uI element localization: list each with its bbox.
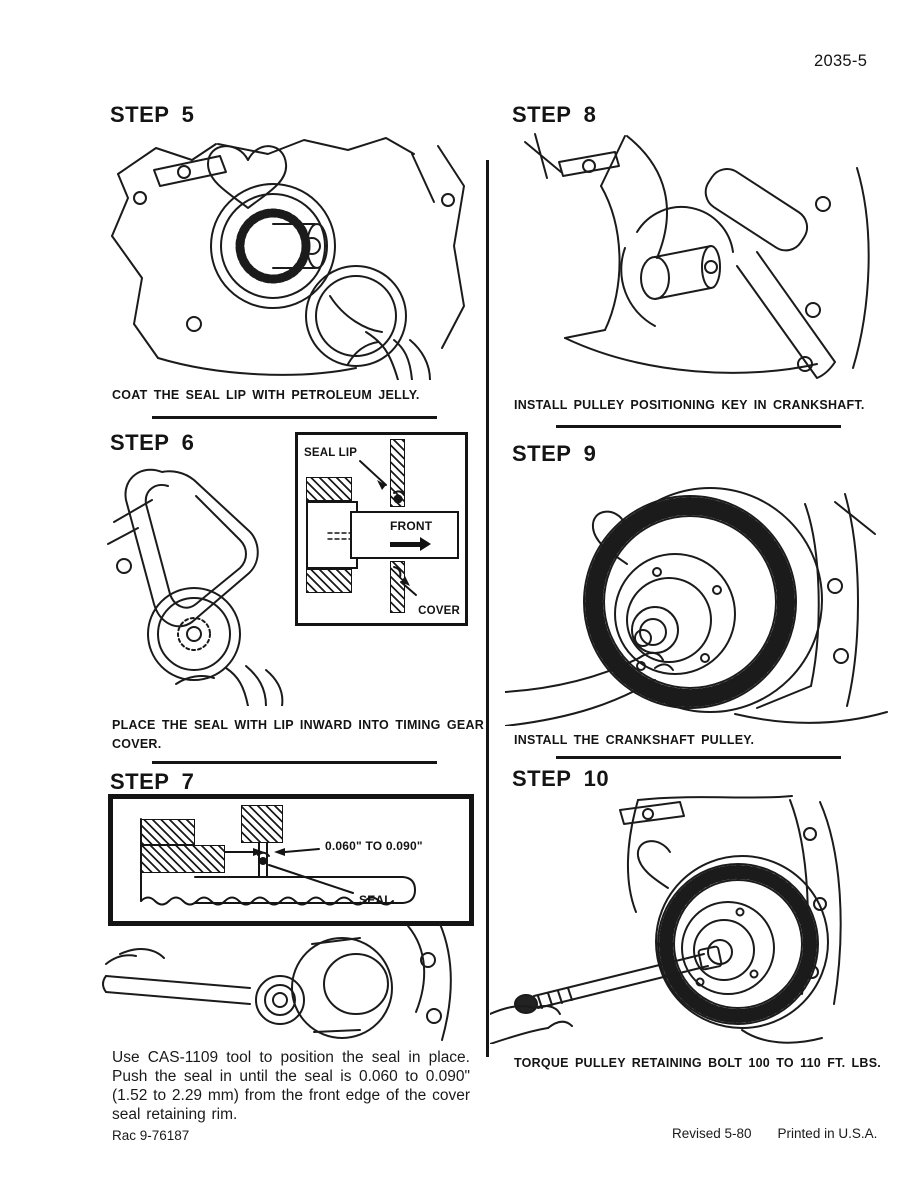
gear-section-top xyxy=(306,477,352,501)
column-divider xyxy=(486,160,489,1057)
section-rule xyxy=(152,416,437,419)
cover-label: COVER xyxy=(418,605,460,617)
step5-caption: COAT THE SEAL LIP WITH PETROLEUM JELLY. xyxy=(112,388,420,402)
step6-caption: PLACE THE SEAL WITH LIP INWARD INTO TIMI… xyxy=(112,718,484,752)
printed-in: Printed in U.S.A. xyxy=(777,1126,878,1141)
cover-rim-section-a xyxy=(141,819,195,845)
page-number: 2035-5 xyxy=(814,52,868,70)
footer-right: Revised 5-80 Printed in U.S.A. xyxy=(672,1126,877,1141)
front-arrow-icon xyxy=(390,537,431,551)
section-rule xyxy=(556,425,841,428)
section-rule xyxy=(152,761,437,764)
step6-illustration xyxy=(98,456,293,706)
seal-label: SEAL xyxy=(359,893,392,907)
crankshaft-section xyxy=(350,511,459,559)
step7-heading: STEP 7 xyxy=(110,769,195,794)
step9-illustration xyxy=(505,468,890,726)
step9-heading: STEP 9 xyxy=(512,441,597,466)
step7-body-text: Use CAS-1109 tool to position the seal i… xyxy=(112,1049,470,1123)
seal-lip-label: SEAL LIP xyxy=(304,447,358,459)
cover-section-bottom xyxy=(390,561,405,613)
section-rule xyxy=(556,756,841,759)
cover-section-top xyxy=(390,439,405,507)
step8-heading: STEP 8 xyxy=(512,102,597,127)
revised-date: Revised 5-80 xyxy=(672,1126,752,1141)
step10-heading: STEP 10 xyxy=(512,766,610,791)
step5-heading: STEP 5 xyxy=(110,102,195,127)
step7-illustration xyxy=(98,920,468,1046)
seal-bore-section xyxy=(241,805,283,843)
step6-inset-diagram: SEAL LIP FRONT COVER xyxy=(295,432,468,626)
step10-caption: TORQUE PULLEY RETAINING BOLT 100 TO 110 … xyxy=(514,1056,882,1070)
front-label: FRONT xyxy=(390,519,433,533)
gap-dimension-label: 0.060" TO 0.090" xyxy=(325,839,423,853)
step10-illustration xyxy=(490,792,890,1044)
step8-illustration xyxy=(505,128,880,386)
gear-section-bottom xyxy=(306,569,352,593)
doc-code: Rac 9-76187 xyxy=(112,1128,190,1143)
step9-caption: INSTALL THE CRANKSHAFT PULLEY. xyxy=(514,733,755,747)
step6-heading: STEP 6 xyxy=(110,430,195,455)
step8-caption: INSTALL PULLEY POSITIONING KEY IN CRANKS… xyxy=(514,398,865,412)
cover-rim-section-b xyxy=(141,845,225,873)
step7-inset-diagram: 0.060" TO 0.090" SEAL xyxy=(108,794,474,926)
step5-illustration xyxy=(98,128,468,380)
